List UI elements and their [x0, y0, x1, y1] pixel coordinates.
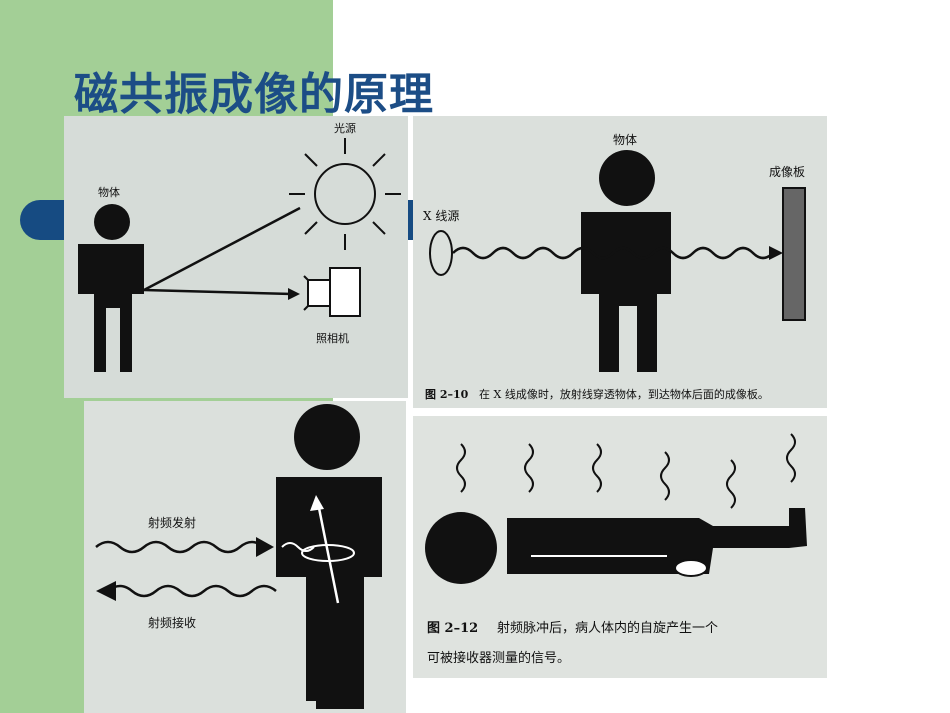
panel-xray-imaging: 物体 X 线源 成像板 图 2–10 在 X 线成像时，放射线穿透物体，到达物体…	[413, 116, 827, 408]
camera-imaging-diagram: 光源 物体 照相机	[78, 121, 401, 372]
camera-icon	[303, 267, 361, 317]
panel-rf-emission: 射频发射 射频接收	[84, 401, 406, 713]
xray-imaging-diagram: 物体 X 线源 成像板 图 2–10 在 X 线成像时，放射线穿透物体，到达物体…	[423, 133, 806, 401]
arrow-head-icon	[288, 288, 300, 300]
object-label: 物体	[98, 185, 120, 199]
camera-label: 照相机	[316, 331, 349, 345]
reflected-ray-line	[143, 288, 293, 296]
rf-emission-label: 射频发射	[148, 515, 196, 530]
object-person-icon	[78, 204, 144, 372]
imaging-plate-label: 成像板	[769, 165, 805, 179]
figure-caption-line2: 可被接收器测量的信号。	[427, 650, 570, 666]
rf-receive-label: 射频接收	[148, 615, 196, 630]
rf-emission-wave	[95, 540, 265, 554]
spin-orbit-icon	[301, 544, 355, 562]
figure-caption: 在 X 线成像时，放射线穿透物体，到达物体后面的成像板。	[479, 387, 769, 401]
signal-waves-icon	[456, 433, 796, 509]
light-source-label: 光源	[334, 121, 356, 135]
slide-title: 磁共振成像的原理	[74, 69, 434, 120]
panel-patient-signal: 图 2–12 射频脉冲后，病人体内的自旋产生一个 可被接收器测量的信号。	[413, 416, 827, 678]
arrow-head-icon	[96, 581, 116, 601]
spin-arrow-line	[316, 502, 340, 604]
light-ray-line	[143, 206, 301, 292]
patient-signal-diagram: 图 2–12 射频脉冲后，病人体内的自旋产生一个 可被接收器测量的信号。	[425, 433, 807, 666]
figure-number: 图 2–10	[425, 388, 469, 401]
rf-internal-wave	[281, 542, 315, 552]
object-label: 物体	[613, 133, 637, 147]
xray-source-icon	[429, 230, 453, 276]
rf-emission-diagram: 射频发射 射频接收	[95, 404, 382, 709]
patient-lying-icon	[425, 508, 807, 584]
figure-caption-line1: 射频脉冲后，病人体内的自旋产生一个	[497, 620, 718, 636]
rf-receive-wave	[107, 584, 277, 598]
arrow-head-icon	[256, 537, 274, 557]
object-person-icon	[581, 150, 671, 372]
light-source-icon	[289, 138, 401, 250]
panel-camera-imaging: 光源 物体 照相机	[64, 116, 408, 398]
imaging-plate-icon	[782, 187, 806, 321]
xray-source-label: X 线源	[423, 209, 459, 223]
figure-number: 图 2–12	[427, 621, 478, 636]
object-person-icon	[276, 404, 382, 709]
spin-arrow-head-icon	[310, 495, 324, 511]
arrow-head-icon	[769, 246, 783, 260]
xray-wave-line	[452, 246, 774, 260]
